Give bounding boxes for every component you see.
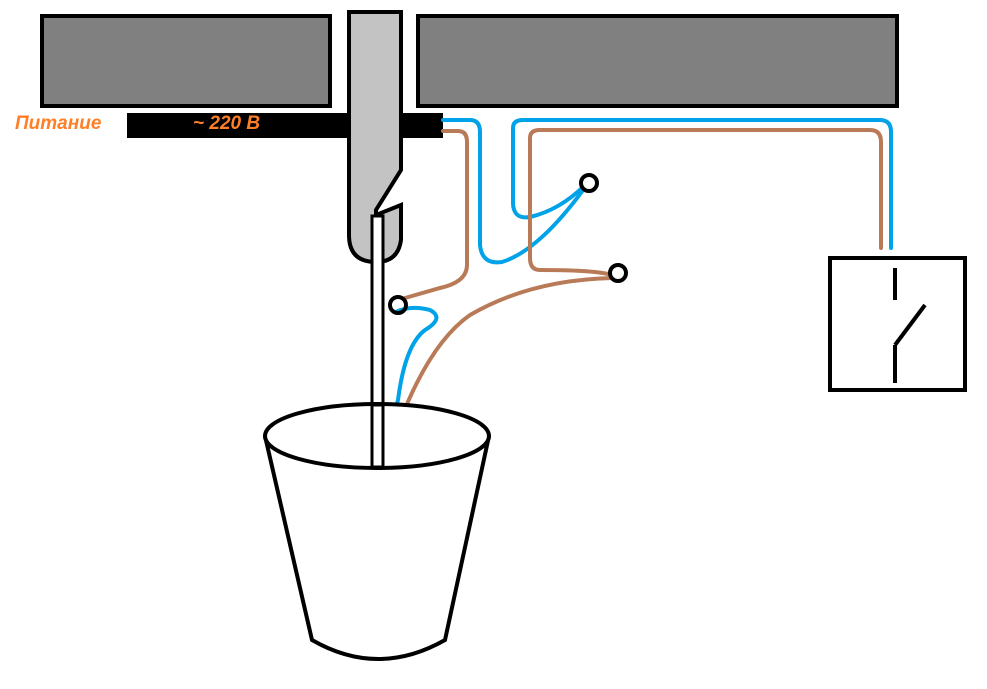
switch-symbol-icon	[893, 268, 927, 383]
ceiling-slab-right	[416, 14, 899, 108]
neutral-wire-lamp	[379, 305, 439, 467]
metal-rod-in-bucket	[370, 403, 385, 469]
terminal-3	[388, 295, 408, 315]
phase-wire-1	[403, 129, 469, 300]
terminal-2	[608, 263, 628, 283]
terminal-1	[579, 173, 599, 193]
power-label: Питание	[15, 113, 102, 134]
bucket-body	[263, 435, 491, 661]
phase-wire-2	[528, 128, 883, 276]
ceiling-slab-left	[40, 14, 332, 108]
light-switch	[828, 256, 967, 392]
neutral-wire-2	[510, 118, 893, 250]
voltage-label: ~ 220 В	[193, 113, 261, 134]
neutral-wire-1	[441, 118, 588, 265]
